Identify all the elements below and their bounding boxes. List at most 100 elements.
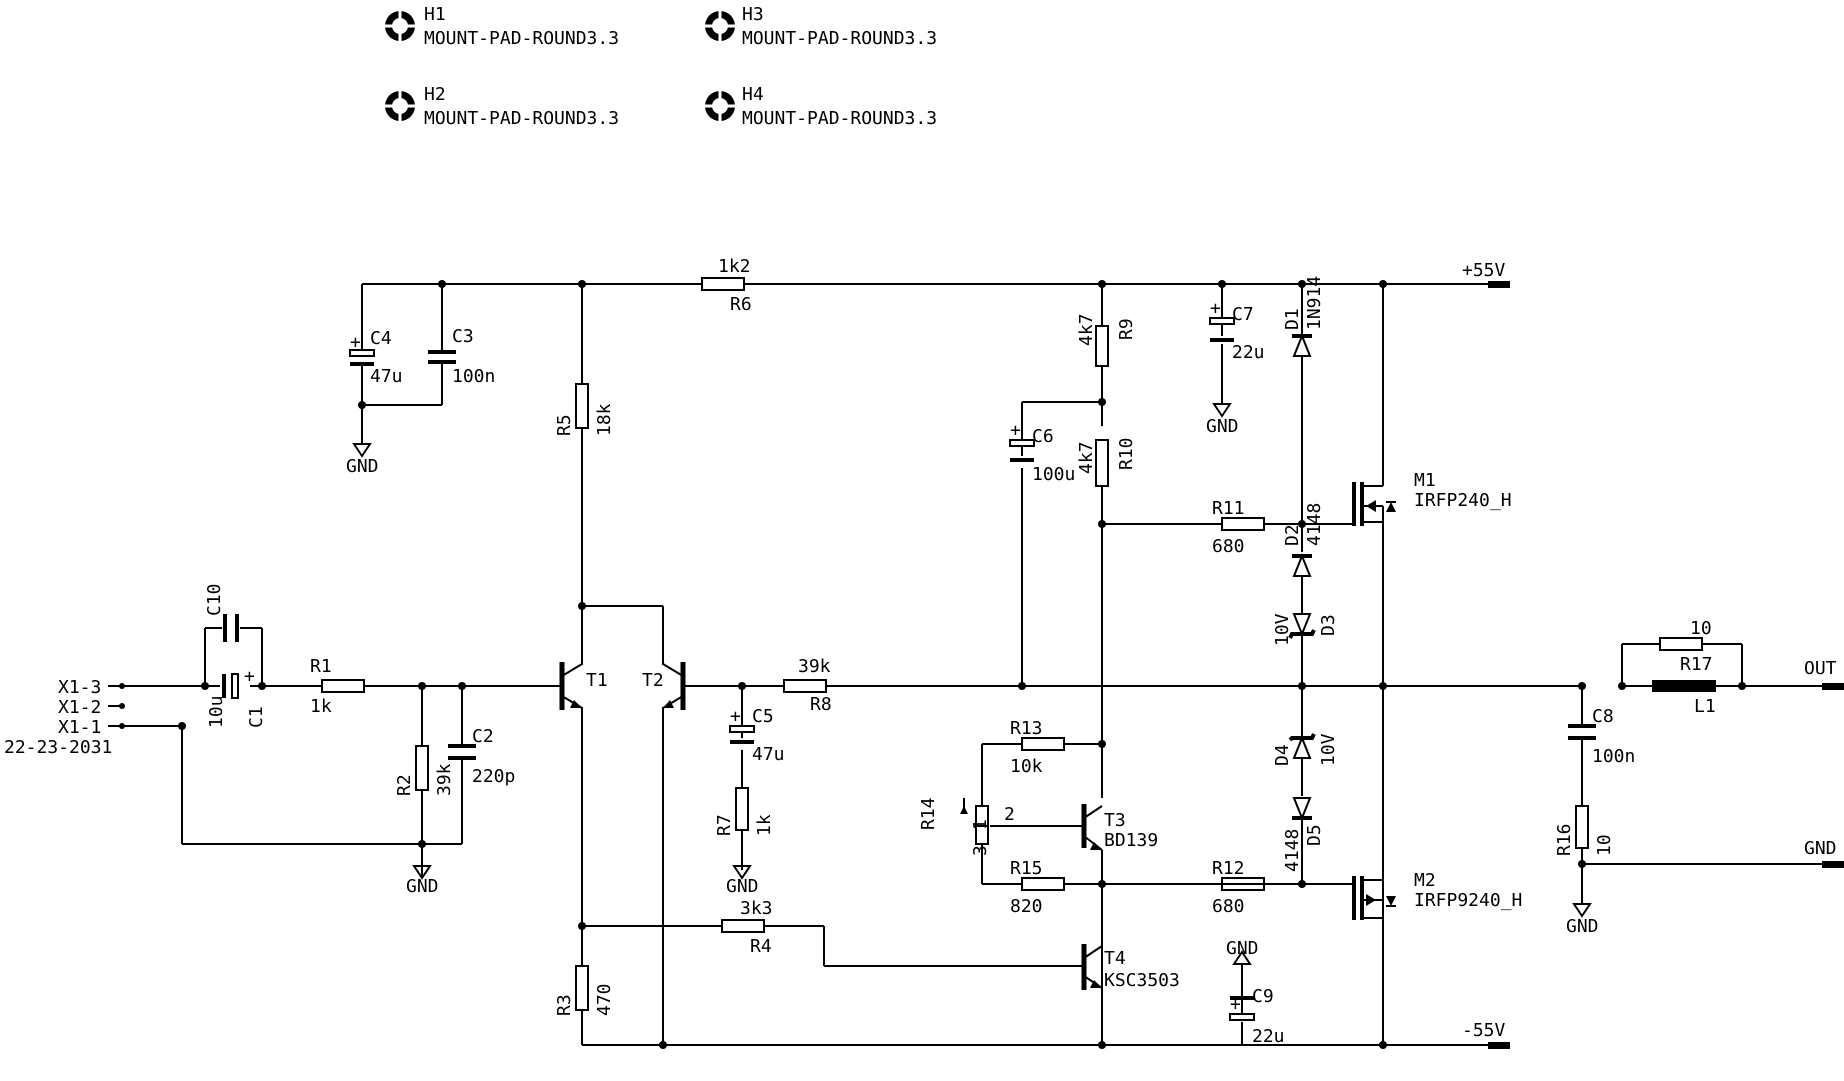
r1-value: 1k [310, 696, 332, 717]
gnd-symbol-r16: GND [1566, 903, 1599, 937]
h4-ref: H4 [742, 84, 764, 105]
zener-d3: 10V D3 [1272, 613, 1339, 646]
gnd-label: GND [1226, 938, 1259, 959]
r17-value: 10 [1690, 618, 1712, 639]
d2-ref: D2 [1282, 524, 1303, 546]
resistor-r12: R12 680 [1212, 858, 1265, 917]
resistor-r16: R16 10 [1554, 805, 1615, 856]
d1-value: 1N914 [1304, 276, 1325, 330]
capacitor-c4: + C4 47u [349, 328, 403, 387]
connector-x1: X1-3 X1-2 X1-1 22-23-2031 [4, 677, 125, 758]
capacitor-c9: + C9 22u [1229, 986, 1285, 1047]
m2-ref: M2 [1414, 870, 1436, 891]
d3-value: 10V [1272, 613, 1293, 646]
c1-plus: + [244, 666, 255, 687]
c2-value: 220p [472, 766, 515, 787]
resistor-r11: R11 680 [1212, 498, 1265, 557]
c3-ref: C3 [452, 326, 474, 347]
gnd-symbol-r2: GND [406, 865, 439, 897]
c4-value: 47u [370, 366, 403, 387]
mount-hole-h4: H4 MOUNT-PAD-ROUND3.3 [703, 84, 937, 129]
r12-ref: R12 [1212, 858, 1245, 879]
r1-ref: R1 [310, 656, 332, 677]
power-flag-negative: -55V [1462, 1020, 1510, 1049]
r9-value: 4k7 [1076, 313, 1097, 346]
output-label: OUT [1804, 658, 1837, 679]
d4-ref: D4 [1272, 744, 1293, 766]
c9-plus: + [1230, 994, 1241, 1015]
r4-value: 3k3 [740, 898, 773, 919]
r7-value: 1k [754, 814, 775, 836]
c6-plus: + [1010, 420, 1021, 441]
capacitor-c2: C2 220p [448, 726, 515, 787]
t4-ref: T4 [1104, 948, 1126, 969]
r8-ref: R8 [810, 694, 832, 715]
r11-ref: R11 [1212, 498, 1245, 519]
r10-ref: R10 [1116, 437, 1137, 470]
capacitor-c5: + C5 47u [729, 706, 785, 765]
gnd-output-flag: GND [1804, 838, 1844, 868]
diode-d2: D2 4148 [1282, 503, 1325, 577]
capacitor-c6: + C6 100u [1009, 420, 1075, 485]
resistor-r9: 4k7 R9 [1076, 313, 1137, 367]
c5-ref: C5 [752, 706, 774, 727]
r4-ref: R4 [750, 936, 772, 957]
c1-value: 10u [206, 695, 227, 728]
h2-value: MOUNT-PAD-ROUND3.3 [424, 108, 619, 129]
c4-plus: + [350, 332, 361, 353]
mount-hole-h3: H3 MOUNT-PAD-ROUND3.3 [703, 4, 937, 49]
h1-ref: H1 [424, 4, 446, 25]
capacitor-c3: C3 100n [428, 326, 495, 387]
diode-d1: D1 1N914 [1282, 276, 1325, 357]
diode-d5: 4148 D5 [1282, 797, 1325, 872]
h4-value: MOUNT-PAD-ROUND3.3 [742, 108, 937, 129]
r16-value: 10 [1594, 834, 1615, 856]
transistor-t3: T3 BD139 [1081, 804, 1158, 851]
resistor-r4: 3k3 R4 [721, 898, 773, 957]
m1-ref: M1 [1414, 470, 1436, 491]
negative-rail-label: -55V [1462, 1020, 1506, 1041]
r6-value: 1k2 [718, 256, 751, 277]
r13-ref: R13 [1010, 718, 1043, 739]
d5-ref: D5 [1304, 824, 1325, 846]
gnd-label: GND [346, 456, 379, 477]
r14-pin3: 3 [970, 845, 991, 856]
r15-value: 820 [1010, 896, 1043, 917]
potentiometer-r14: R14 1 2 3 [918, 797, 1015, 856]
gnd-symbol-c7: GND [1206, 403, 1239, 437]
c9-value: 22u [1252, 1026, 1285, 1047]
resistor-r1: R1 1k [310, 656, 365, 717]
c6-ref: C6 [1032, 426, 1054, 447]
r9-ref: R9 [1116, 318, 1137, 340]
resistor-r5: R5 18k [554, 383, 615, 436]
capacitor-c10: C10 [204, 583, 239, 642]
r15-ref: R15 [1010, 858, 1043, 879]
d3-ref: D3 [1318, 614, 1339, 636]
transistor-t1: T1 [559, 662, 608, 710]
gnd-label: GND [1206, 416, 1239, 437]
mosfet-m1: M1 IRFP240_H [1340, 470, 1512, 526]
r6-ref: R6 [730, 294, 752, 315]
m1-value: IRFP240_H [1414, 490, 1512, 511]
r11-value: 680 [1212, 536, 1245, 557]
d2-value: 4148 [1304, 503, 1325, 546]
resistor-r15: R15 820 [1010, 858, 1065, 917]
m2-value: IRFP9240_H [1414, 890, 1522, 911]
r13-value: 10k [1010, 756, 1043, 777]
d4-value: 10V [1318, 733, 1339, 766]
mount-hole-h2: H2 MOUNT-PAD-ROUND3.3 [383, 84, 619, 129]
c8-value: 100n [1592, 746, 1635, 767]
c10-ref: C10 [204, 583, 225, 616]
x1-pin2-label: X1-2 [58, 697, 101, 718]
c7-plus: + [1210, 298, 1221, 319]
r3-value: 470 [594, 983, 615, 1016]
l1-ref: L1 [1694, 696, 1716, 717]
gnd-symbol-c4: GND [346, 443, 379, 477]
mosfet-m2: M2 IRFP9240_H [1340, 870, 1522, 924]
r7-ref: R7 [714, 814, 735, 836]
gnd-output-label: GND [1804, 838, 1837, 859]
r8-value: 39k [798, 656, 831, 677]
gnd-symbol-c9: GND [1226, 938, 1259, 965]
h1-value: MOUNT-PAD-ROUND3.3 [424, 28, 619, 49]
